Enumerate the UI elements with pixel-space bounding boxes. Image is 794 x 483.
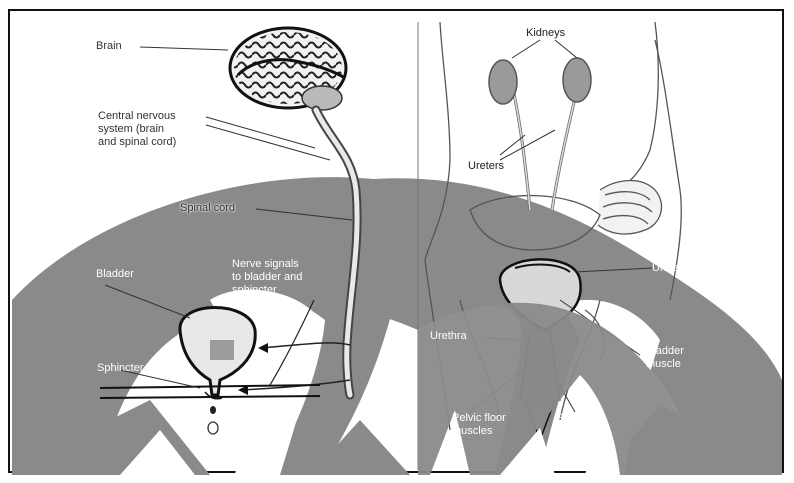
brain-illustration [230,28,346,110]
label-sphincter: Sphincter [97,362,143,375]
label-brain: Brain [96,40,122,53]
label-urethra: Urethra [430,330,467,343]
label-pelvic-floor-muscles: Pelvic floor muscles [452,412,506,438]
label-bladder: Bladder [96,268,134,281]
label-ureters: Ureters [468,160,504,173]
label-central-nervous-system: Central nervous system (brain and spinal… [98,110,176,149]
label-urine: Urine [652,262,678,275]
label-spinal-cord: Spinal cord [180,202,235,215]
label-sphincter-muscles: Sphincter muscles [556,412,602,438]
kidneys-illustration [489,58,591,104]
label-nerve-signals: Nerve signals to bladder and sphincter [232,258,302,297]
label-bladder-muscle: Bladder muscle [646,345,684,371]
label-kidneys: Kidneys [526,27,565,40]
